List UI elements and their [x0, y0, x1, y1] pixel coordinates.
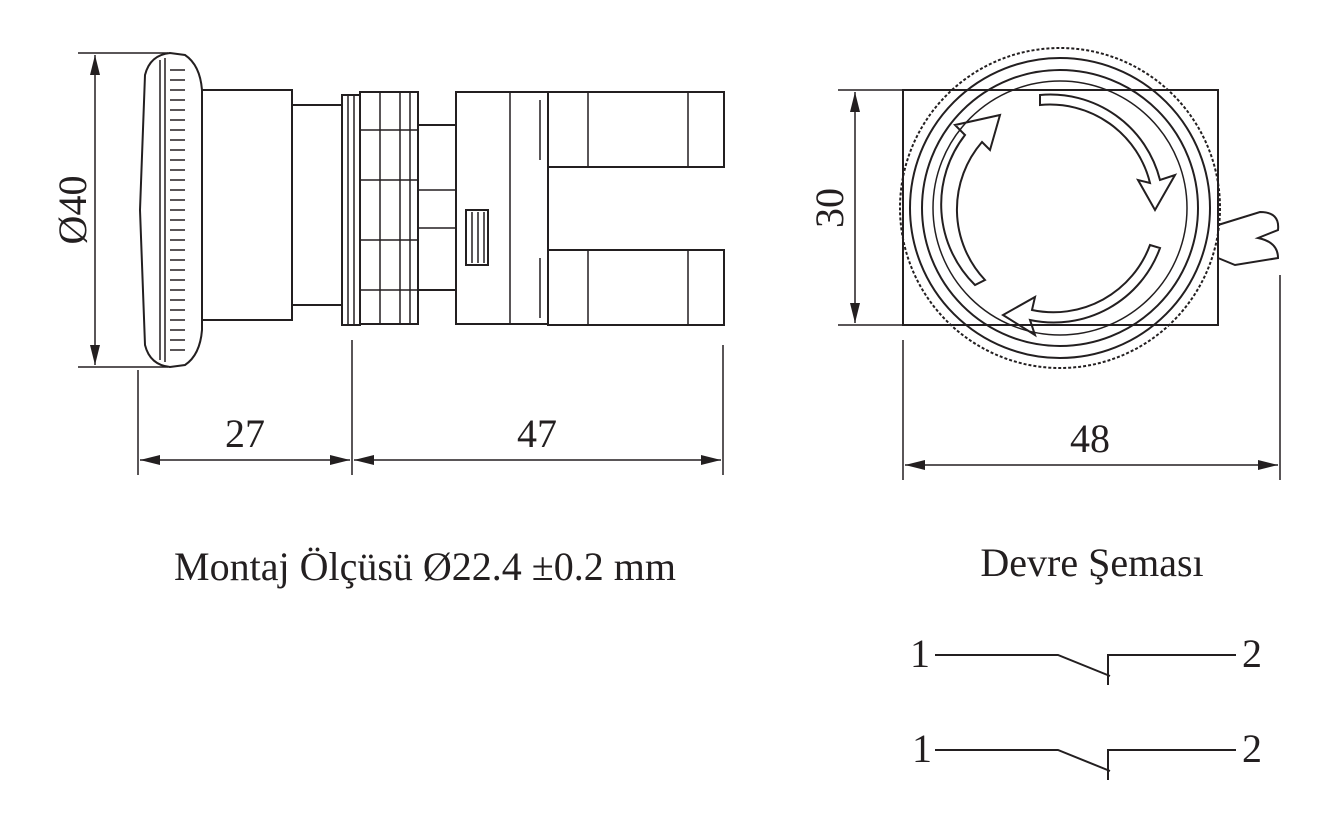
- twist-release-arrows: [940, 93, 1178, 338]
- dimension-diameter: Ø40: [50, 52, 168, 368]
- head-outer: [899, 47, 1221, 369]
- front-view: [899, 47, 1280, 369]
- contact-1-right-terminal: 2: [1242, 631, 1262, 676]
- height-label: 30: [807, 188, 852, 228]
- circuit-contact-1: 1 2: [910, 631, 1262, 685]
- head-knurl: [170, 69, 185, 351]
- contact-2-right-terminal: 2: [1242, 726, 1262, 771]
- square-body: [902, 89, 1219, 326]
- side-view: [138, 51, 725, 369]
- circuit-contact-2: 1 2: [912, 726, 1262, 780]
- contact-2-left-terminal: 1: [912, 726, 932, 771]
- dimension-length: 27 47: [137, 340, 724, 475]
- circuit-caption: Devre Şeması: [980, 540, 1203, 585]
- dimension-height: 30: [807, 89, 905, 326]
- diameter-label: Ø40: [50, 176, 95, 245]
- mushroom-head: [138, 51, 203, 369]
- width-label: 48: [1070, 416, 1110, 461]
- dimension-width: 48: [902, 275, 1281, 480]
- mounting-caption: Montaj Ölçüsü Ø22.4 ±0.2 mm: [174, 544, 676, 589]
- bezel-body: [201, 89, 293, 321]
- length-b-label: 47: [517, 411, 557, 456]
- contact-block: [455, 91, 549, 325]
- neck: [291, 104, 343, 306]
- length-a-label: 27: [225, 411, 265, 456]
- contact-1-left-terminal: 1: [910, 631, 930, 676]
- side-terminal: [1217, 210, 1280, 267]
